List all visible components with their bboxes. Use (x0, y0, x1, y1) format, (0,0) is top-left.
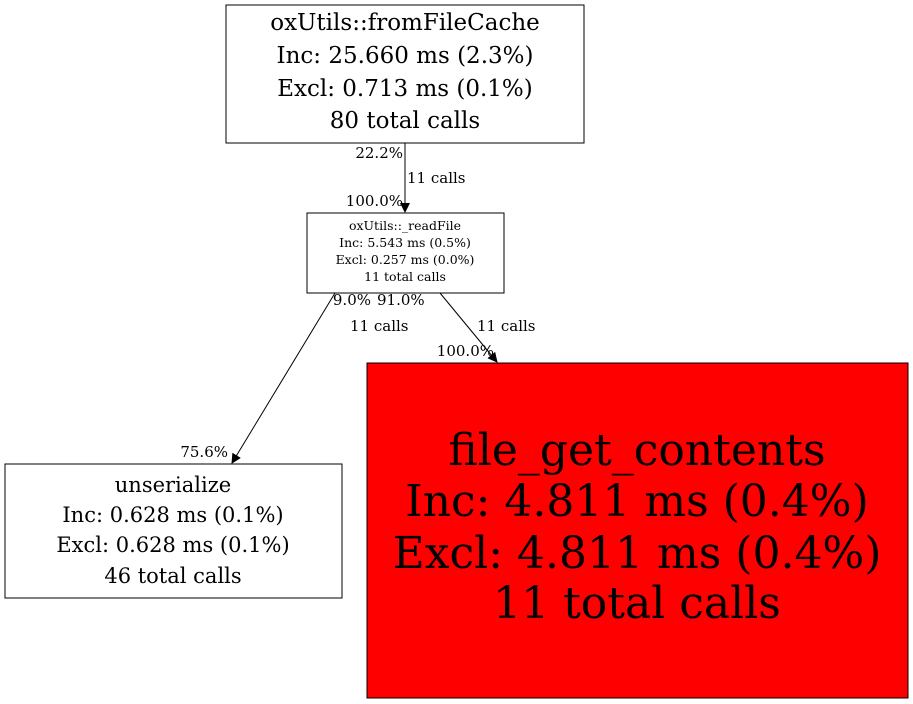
node-file-get-contents[interactable]: file_get_contents Inc: 4.811 ms (0.4%) E… (366, 362, 909, 699)
edge-calls-label: 11 calls (407, 169, 466, 187)
node-title: oxUtils::fromFileCache (270, 10, 540, 36)
edge-calls-label: 11 calls (350, 317, 409, 335)
node-calls: 80 total calls (330, 108, 480, 134)
node-readfile[interactable]: oxUtils::_readFile Inc: 5.543 ms (0.5%) … (306, 212, 505, 294)
node-inc: Inc: 4.811 ms (0.4%) (405, 476, 869, 527)
node-title: unserialize (115, 473, 231, 497)
edge-tail-label: 22.2% (355, 144, 403, 162)
node-unserialize[interactable]: unserialize Inc: 0.628 ms (0.1%) Excl: 0… (4, 463, 343, 599)
node-title: oxUtils::_readFile (349, 218, 461, 233)
node-title: file_get_contents (448, 425, 825, 476)
node-fromfilecache[interactable]: oxUtils::fromFileCache Inc: 25.660 ms (2… (225, 4, 585, 144)
edge-head-label: 75.6% (180, 443, 228, 461)
node-excl: Excl: 0.257 ms (0.0%) (336, 252, 475, 267)
node-inc: Inc: 0.628 ms (0.1%) (62, 503, 283, 527)
node-excl: Excl: 4.811 ms (0.4%) (393, 528, 882, 579)
edge-calls-label: 11 calls (477, 317, 536, 335)
node-calls: 46 total calls (104, 564, 241, 588)
edge-read-to-fgc (439, 292, 498, 363)
node-inc: Inc: 25.660 ms (2.3%) (277, 43, 534, 69)
node-calls: 11 total calls (364, 269, 446, 284)
node-inc: Inc: 5.543 ms (0.5%) (339, 235, 471, 250)
node-excl: Excl: 0.628 ms (0.1%) (56, 533, 289, 557)
edge-tail-label: 9.0% (333, 291, 371, 309)
node-excl: Excl: 0.713 ms (0.1%) (277, 76, 533, 102)
edge-read-to-unserialize (231, 292, 336, 464)
edge-head-label: 100.0% (437, 342, 494, 360)
edge-head-label: 100.0% (346, 192, 403, 210)
edge-tail-label: 91.0% (377, 291, 425, 309)
node-calls: 11 total calls (493, 578, 781, 629)
